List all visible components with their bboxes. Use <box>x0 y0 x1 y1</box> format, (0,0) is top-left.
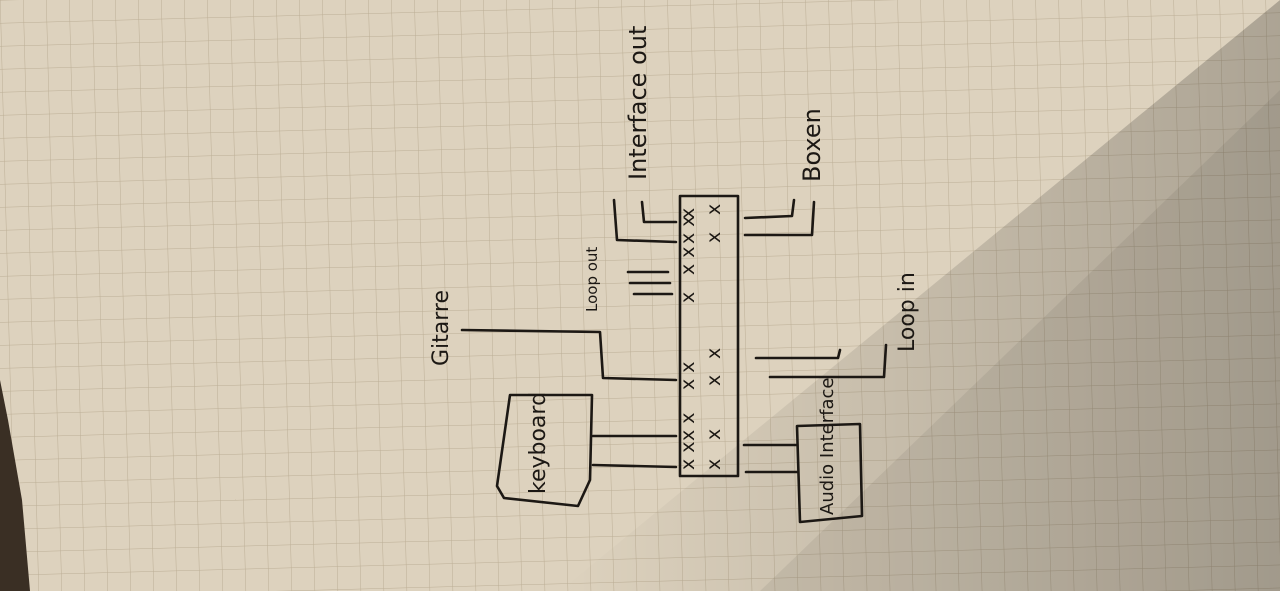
svg-text:x: x <box>703 459 725 470</box>
svg-text:x: x <box>703 375 725 386</box>
loop-in-label: Loop in <box>895 272 920 352</box>
svg-text:x x: x x <box>677 441 699 470</box>
svg-text:x: x <box>703 429 725 440</box>
guitar-label: Gitarre <box>429 290 454 366</box>
svg-text:x: x <box>677 292 699 303</box>
paper-shadow <box>560 0 1280 591</box>
patchbay-box <box>678 194 740 478</box>
svg-text:x: x <box>677 208 699 219</box>
svg-text:x x: x x <box>677 215 699 244</box>
speakers-label: Boxen <box>798 108 826 182</box>
svg-text:x: x <box>703 348 725 359</box>
svg-text:x: x <box>703 204 725 215</box>
svg-text:x x: x x <box>677 412 699 441</box>
svg-text:x: x <box>703 232 725 243</box>
svg-text:x x: x x <box>677 246 699 275</box>
loop-in-cable <box>754 348 842 360</box>
audio-interface-label: Audio Interface <box>817 378 838 515</box>
keyboard-label: keyboard <box>526 392 551 494</box>
interface-out-label: Interface out <box>624 26 652 180</box>
patch-marks: x x x x x x x x x x x x x x x x x x <box>677 204 725 470</box>
guitar-cable <box>460 328 678 382</box>
notebook-edge <box>0 380 30 591</box>
keyboard-box <box>495 393 594 508</box>
audio-interface-box <box>795 422 864 524</box>
interface-out-cable <box>612 198 678 244</box>
loop-out-label: Loop out <box>583 247 601 312</box>
speaker-cable <box>743 198 796 220</box>
svg-text:x x: x x <box>677 361 699 390</box>
